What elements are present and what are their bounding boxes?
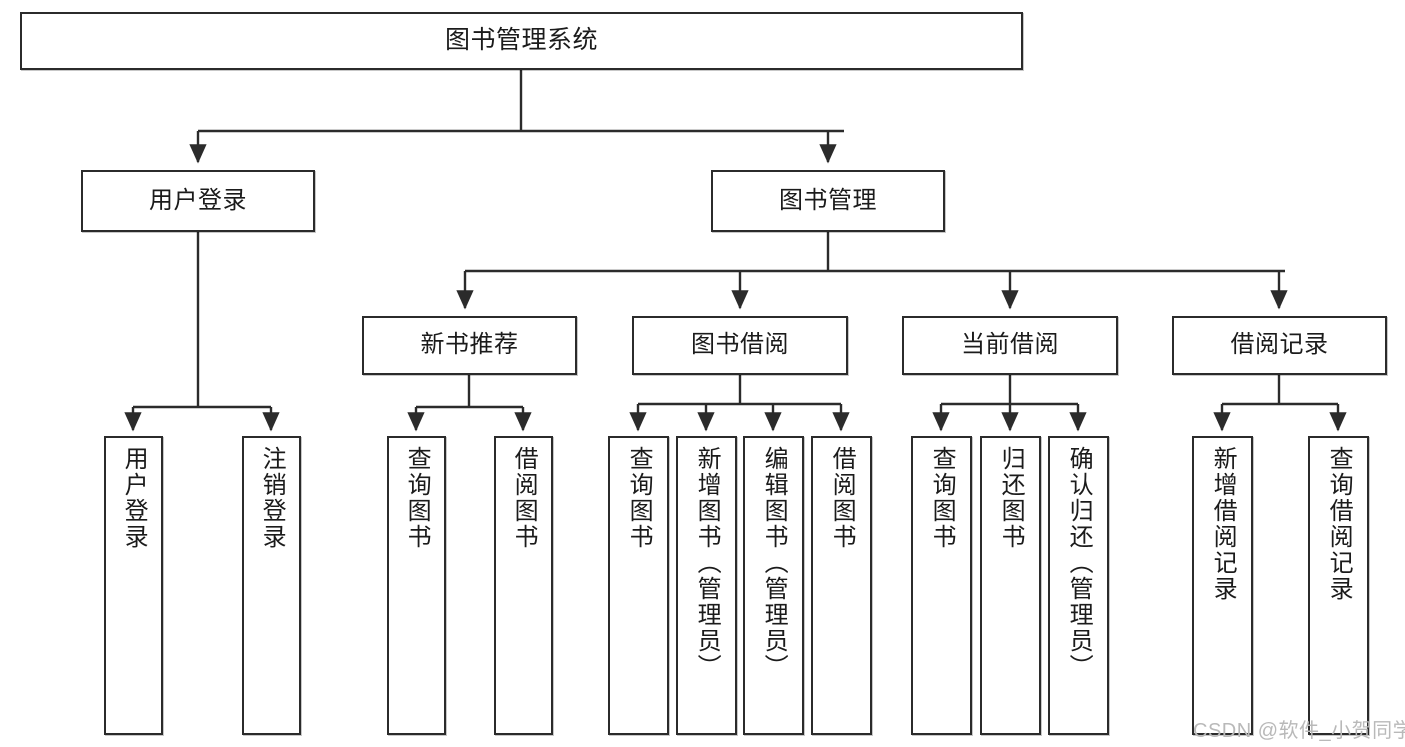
node-current-borrow-label: 当前借阅 [961,331,1059,359]
node-book-borrow-label: 图书借阅 [691,331,789,359]
node-user-login-label: 用户登录 [149,186,247,214]
node-leaf-logout-label: 注销登录 [258,446,286,550]
node-leaf-add-borrow-record[interactable]: 新增借阅记录 [1192,436,1253,735]
node-leaf-edit-book-admin[interactable]: 编辑图书（管理员） [743,436,804,735]
node-leaf-borrow-query-book[interactable]: 查询图书 [608,436,669,735]
node-leaf-logout[interactable]: 注销登录 [242,436,301,735]
node-borrow-record-label: 借阅记录 [1230,331,1329,359]
node-leaf-query-borrow-record[interactable]: 查询借阅记录 [1308,436,1369,735]
node-user-login[interactable]: 用户登录 [81,170,315,232]
node-new-book-recommend-label: 新书推荐 [420,331,519,359]
node-leaf-return-book-label: 归还图书 [997,446,1025,550]
watermark-csdn: CSDN @软件_小贺同学 [1193,720,1405,742]
node-root-label: 图书管理系统 [444,26,598,55]
node-leaf-confirm-return-admin[interactable]: 确认归还（管理员） [1048,436,1109,735]
node-leaf-add-book-admin-label: 新增图书（管理员） [693,446,721,680]
node-leaf-borrow-query-book-label: 查询图书 [625,446,653,550]
node-leaf-borrow-book-label: 借阅图书 [828,446,856,550]
node-leaf-current-query-book[interactable]: 查询图书 [911,436,972,735]
node-leaf-recommend-borrow-book-label: 借阅图书 [510,446,538,550]
node-new-book-recommend[interactable]: 新书推荐 [362,316,577,375]
node-root[interactable]: 图书管理系统 [20,12,1023,70]
node-leaf-user-login[interactable]: 用户登录 [104,436,163,735]
node-leaf-recommend-query-book[interactable]: 查询图书 [387,436,446,735]
node-leaf-borrow-book[interactable]: 借阅图书 [811,436,872,735]
node-leaf-recommend-query-book-label: 查询图书 [403,446,431,550]
node-book-management[interactable]: 图书管理 [711,170,945,232]
node-leaf-edit-book-admin-label: 编辑图书（管理员） [760,446,788,680]
node-book-management-label: 图书管理 [779,186,877,214]
node-borrow-record[interactable]: 借阅记录 [1172,316,1387,375]
node-leaf-recommend-borrow-book[interactable]: 借阅图书 [494,436,553,735]
node-leaf-query-borrow-record-label: 查询借阅记录 [1325,446,1353,602]
node-leaf-add-borrow-record-label: 新增借阅记录 [1209,446,1237,602]
node-leaf-current-query-book-label: 查询图书 [928,446,956,550]
node-leaf-confirm-return-admin-label: 确认归还（管理员） [1065,446,1093,680]
node-current-borrow[interactable]: 当前借阅 [902,316,1118,375]
node-leaf-return-book[interactable]: 归还图书 [980,436,1041,735]
node-leaf-user-login-label: 用户登录 [120,446,148,550]
node-book-borrow[interactable]: 图书借阅 [632,316,848,375]
node-leaf-add-book-admin[interactable]: 新增图书（管理员） [676,436,737,735]
